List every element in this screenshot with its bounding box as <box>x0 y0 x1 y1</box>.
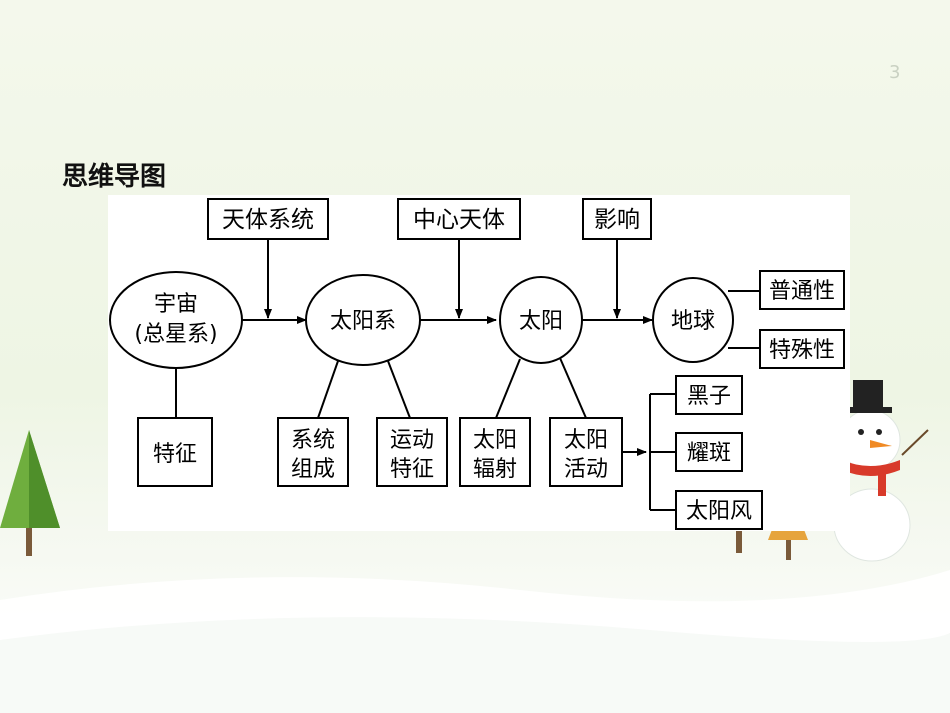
solar-system-label: 太阳系 <box>330 309 396 334</box>
commonality-label: 普通性 <box>769 279 835 304</box>
flares-label: 耀斑 <box>687 441 731 466</box>
influence-label: 影响 <box>594 207 640 233</box>
universe-label: 宇宙 <box>154 292 198 317</box>
celestial-systems-label: 天体系统 <box>222 207 314 233</box>
connector-line <box>495 358 521 419</box>
solar-wind-label: 太阳风 <box>686 499 752 524</box>
earth-label: 地球 <box>671 309 715 334</box>
solar-wind-box <box>675 490 763 530</box>
page-title: 思维导图 <box>62 162 167 192</box>
solar-activity-label-line1: 太阳 <box>564 428 608 453</box>
mindmap-panel: 天体系统 中心天体 影响 宇宙 (总星系) 太阳系 太阳 地球 <box>108 195 850 531</box>
sunspots-label: 黑子 <box>687 384 731 409</box>
connector-line <box>317 360 339 419</box>
connector-line <box>387 360 411 419</box>
snow-ground-front <box>0 615 950 713</box>
influence-box <box>582 198 652 240</box>
flares-box <box>675 432 743 472</box>
motion-features-box <box>376 417 448 487</box>
features-label: 特征 <box>153 442 197 467</box>
tree-icon <box>0 430 60 556</box>
universe-sublabel: (总星系) <box>134 322 217 347</box>
solar-system-node <box>305 274 421 366</box>
connector-line <box>559 357 587 419</box>
system-composition-label-line1: 系统 <box>291 428 335 453</box>
solar-activity-box <box>549 417 623 487</box>
commonality-box <box>759 270 845 310</box>
features-box <box>137 417 213 487</box>
system-composition-label-line2: 组成 <box>291 457 335 482</box>
snowman-icon <box>833 380 929 562</box>
particularity-label: 特殊性 <box>769 338 835 363</box>
central-body-box <box>397 198 521 240</box>
universe-node <box>109 271 243 369</box>
sun-node <box>499 276 583 364</box>
mindmap-diagram: 天体系统 中心天体 影响 宇宙 (总星系) 太阳系 太阳 地球 <box>109 198 845 530</box>
motion-features-label-line1: 运动 <box>390 428 434 453</box>
solar-activity-label-line2: 活动 <box>564 457 608 482</box>
central-body-label: 中心天体 <box>413 207 505 233</box>
celestial-systems-box <box>207 198 329 240</box>
solar-radiation-box <box>459 417 531 487</box>
solar-radiation-label-line1: 太阳 <box>473 428 517 453</box>
motion-features-label-line2: 特征 <box>390 457 434 482</box>
solar-radiation-label-line2: 辐射 <box>473 457 517 482</box>
earth-node <box>652 277 734 363</box>
sunspots-box <box>675 375 743 415</box>
particularity-box <box>759 329 845 369</box>
slide-number: 3 <box>889 62 901 83</box>
system-composition-box <box>277 417 349 487</box>
sun-label: 太阳 <box>519 309 563 334</box>
